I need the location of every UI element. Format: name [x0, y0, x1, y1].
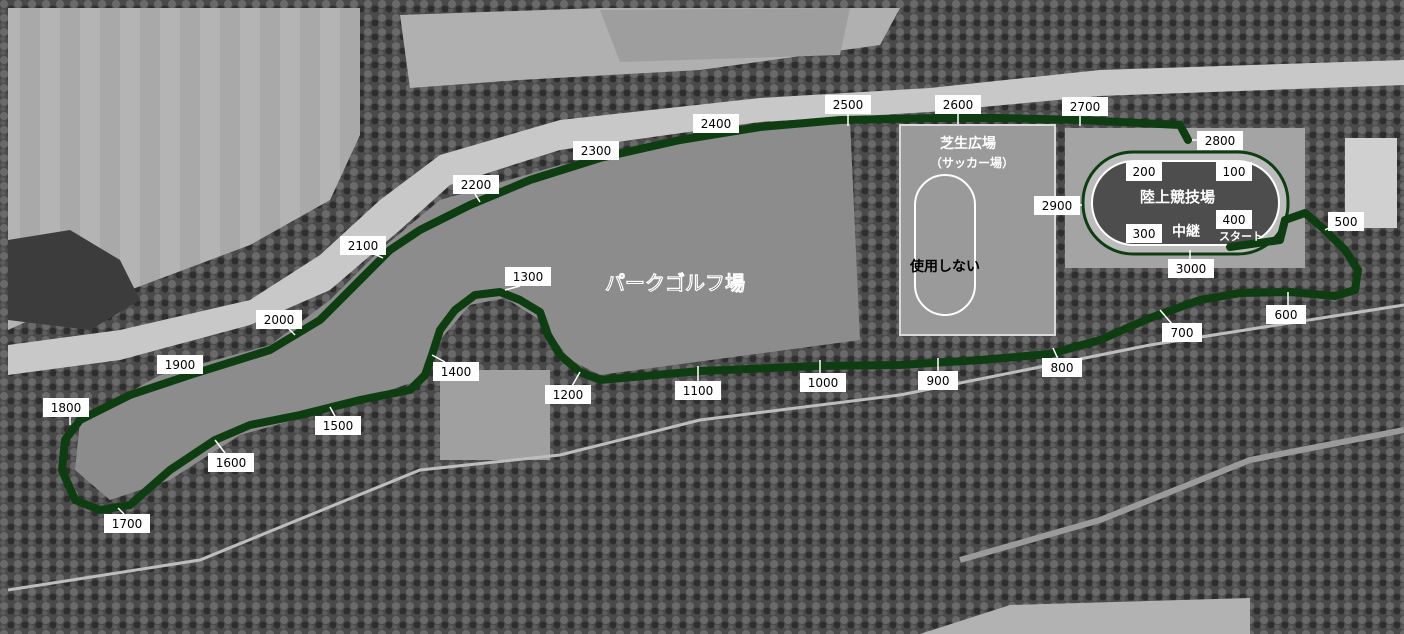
svg-text:700: 700 — [1171, 326, 1194, 340]
marker-1300: 1300 — [504, 267, 551, 291]
marker-2600: 2600 — [935, 95, 981, 124]
marker-1000: 1000 — [800, 360, 846, 392]
svg-text:600: 600 — [1275, 308, 1298, 322]
svg-text:200: 200 — [1133, 165, 1156, 179]
marker-1800: 1800 — [43, 398, 89, 425]
lawn-plaza-label: 芝生広場 — [940, 135, 996, 152]
svg-text:2100: 2100 — [348, 239, 379, 253]
marker-2300: 2300 — [573, 141, 619, 160]
marker-2400: 2400 — [693, 114, 739, 133]
marker-2800: 2800 — [1192, 131, 1243, 150]
marker-300: 300 — [1126, 224, 1162, 243]
svg-text:300: 300 — [1133, 227, 1156, 241]
marker-1400: 1400 — [431, 354, 479, 381]
marker-100: 100 — [1216, 162, 1252, 181]
svg-text:100: 100 — [1223, 165, 1246, 179]
marker-900: 900 — [918, 358, 958, 390]
svg-text:2600: 2600 — [943, 98, 974, 112]
svg-text:1800: 1800 — [51, 401, 82, 415]
svg-text:2200: 2200 — [461, 178, 492, 192]
marker-800: 800 — [1042, 347, 1082, 377]
lawn-plaza — [899, 124, 1056, 336]
farmland-south — [920, 598, 1250, 634]
marker-600: 600 — [1266, 292, 1306, 324]
oval-not-used — [914, 174, 976, 316]
marker-1100: 1100 — [675, 366, 721, 400]
not-used-label: 使用しない — [909, 258, 980, 275]
distance-markers: 100 200 300 400 500 600 700 800 900 1000… — [43, 95, 1364, 533]
svg-text:1200: 1200 — [553, 388, 584, 402]
start-label: スタート — [1219, 230, 1263, 243]
relay-label: 中継 — [1172, 223, 1200, 240]
buildings-north — [600, 8, 850, 62]
marker-3000: 3000 — [1168, 250, 1214, 278]
svg-text:1000: 1000 — [808, 376, 839, 390]
marker-2200: 2200 — [453, 175, 499, 203]
athletics-label: 陸上競技場 — [1140, 188, 1215, 206]
svg-text:2500: 2500 — [833, 98, 864, 112]
marker-2500: 2500 — [825, 95, 871, 126]
svg-text:1600: 1600 — [216, 456, 247, 470]
river-south — [959, 427, 1404, 563]
marker-2700: 2700 — [1062, 97, 1108, 126]
svg-text:1300: 1300 — [513, 270, 544, 284]
race-route — [58, 114, 1362, 514]
lawn-plaza-sub-label: （サッカー場） — [930, 155, 1014, 170]
marker-2100: 2100 — [340, 236, 386, 259]
park-golf-label: パークゴルフ場 — [605, 271, 745, 295]
marker-200: 200 — [1126, 162, 1162, 181]
marker-1500: 1500 — [315, 406, 361, 435]
svg-text:3000: 3000 — [1176, 262, 1207, 276]
marker-2000: 2000 — [256, 310, 302, 336]
parking-lot — [440, 370, 550, 460]
marker-700: 700 — [1159, 309, 1202, 342]
marker-400: 400 — [1216, 210, 1252, 229]
svg-text:2900: 2900 — [1042, 199, 1073, 213]
svg-text:1900: 1900 — [165, 358, 196, 372]
svg-text:2800: 2800 — [1205, 134, 1236, 148]
marker-1200: 1200 — [545, 371, 591, 404]
svg-text:900: 900 — [927, 374, 950, 388]
marker-2900: 2900 — [1034, 196, 1082, 215]
svg-text:1700: 1700 — [112, 517, 143, 531]
forest-patch — [8, 230, 140, 330]
marker-1700: 1700 — [104, 507, 150, 533]
svg-text:500: 500 — [1335, 215, 1358, 229]
svg-text:1500: 1500 — [323, 419, 354, 433]
svg-text:400: 400 — [1223, 213, 1246, 227]
svg-text:1400: 1400 — [441, 365, 472, 379]
marker-1900: 1900 — [157, 355, 203, 374]
svg-text:800: 800 — [1051, 361, 1074, 375]
svg-text:2000: 2000 — [264, 313, 295, 327]
svg-text:1100: 1100 — [683, 384, 714, 398]
road — [7, 303, 1404, 592]
golf-course — [75, 120, 860, 500]
svg-text:2400: 2400 — [701, 117, 732, 131]
svg-text:2700: 2700 — [1070, 100, 1101, 114]
marker-500: 500 — [1324, 212, 1364, 231]
svg-text:2300: 2300 — [581, 144, 612, 158]
marker-1600: 1600 — [208, 439, 254, 472]
